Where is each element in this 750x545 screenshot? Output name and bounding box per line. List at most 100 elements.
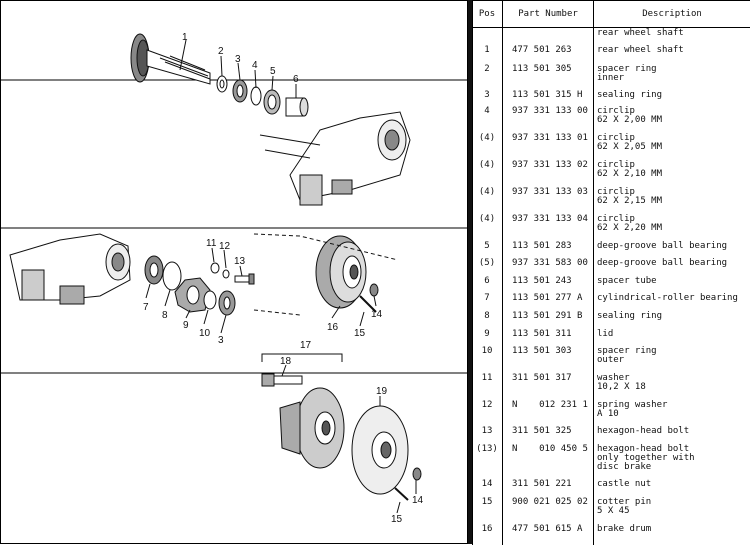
spring-washer [222,269,230,279]
row-description: deep-groove ball bearing [597,241,728,251]
row-part-number: 477 501 615 A [512,524,583,534]
row-part-number: 937 331 583 00 [512,258,588,268]
row-description: rear wheel shaft [597,28,684,38]
brake-drum [315,235,367,309]
row-description: brake drum [597,524,652,534]
cotter-pin-middle [359,295,377,313]
row-description: cotter pin 5 X 45 [597,497,652,516]
callout-8: 8 [162,310,168,321]
row-pos: 5 [484,241,490,251]
callout-15b: 15 [391,514,403,525]
row-part-number: N 012 231 1 [512,400,588,410]
row-pos: 3 [484,90,490,100]
callout-14: 14 [371,309,383,320]
callout-4: 4 [252,60,258,71]
row-pos: 9 [484,329,490,339]
row-pos: 16 [481,524,493,534]
callout-17: 17 [300,340,312,351]
callout-5: 5 [270,66,276,77]
spacer-ring-inner [216,75,228,93]
row-description: cylindrical-roller bearing [597,293,738,303]
sealing-ring-middle-2 [218,290,236,316]
trailing-arm-housing-middle [9,233,131,305]
callout-2: 2 [218,46,224,57]
row-description: castle nut [597,479,652,489]
row-pos: 2 [484,64,490,74]
row-description: hexagon-head bolt only together with dis… [597,444,695,472]
row-part-number: 311 501 325 [512,426,572,436]
row-part-number: 113 501 303 [512,346,572,356]
row-description: spacer ring inner [597,64,657,83]
sealing-ring-middle [162,261,182,291]
brake-disc-hub [351,405,409,495]
header-part-number: Part Number [503,1,593,28]
spacer-ring-outer [203,290,217,310]
row-part-number: 937 331 133 04 [512,214,588,224]
lid [174,277,211,313]
row-description: circlip 62 X 2,20 MM [597,214,663,233]
row-pos: (4) [478,214,496,224]
row-description: hexagon-head bolt [597,426,690,436]
row-pos: 10 [481,346,493,356]
exploded-diagram: 1 2 3 4 5 6 7 8 9 10 3 11 12 13 14 15 16… [0,0,468,544]
row-part-number: 477 501 263 [512,45,572,55]
callout-14b: 14 [412,495,424,506]
row-description: circlip 62 X 2,05 MM [597,133,663,152]
row-part-number: 937 331 133 00 [512,106,588,116]
row-part-number: N 010 450 5 [512,444,588,454]
row-pos: 4 [484,106,490,116]
row-description: washer 10,2 X 18 [597,373,646,392]
wheel-hub [279,387,345,469]
panel-divider [468,0,472,544]
alignment-dash [253,309,301,316]
callout-3: 3 [235,54,241,65]
row-description: spring washer A 10 [597,400,668,419]
callout-12: 12 [219,241,231,252]
callout-6: 6 [293,74,299,85]
row-pos: 8 [484,311,490,321]
row-part-number: 937 331 133 01 [512,133,588,143]
leader-lines [145,39,417,514]
row-part-number: 113 501 291 B [512,311,583,321]
row-pos: 11 [481,373,493,383]
row-part-number: 113 501 305 [512,64,572,74]
callout-16: 16 [327,322,339,333]
row-pos: (4) [478,187,496,197]
row-description: sealing ring [597,311,663,321]
row-part-number: 113 501 311 [512,329,572,339]
row-description: spacer ring outer [597,346,657,365]
sealing-ring [232,79,248,103]
callout-7: 7 [143,302,149,313]
row-description: circlip 62 X 2,10 MM [597,160,663,179]
callout-11: 11 [206,238,217,249]
spacer-tube [285,97,309,117]
row-description: lid [597,329,614,339]
cylindrical-roller-bearing [144,255,164,285]
row-pos: 12 [481,400,493,410]
row-pos: (4) [478,160,496,170]
parts-list: Pos Part Number Description rear wheel s… [472,0,750,545]
callout-3b: 3 [218,335,224,346]
callout-18: 18 [280,356,292,367]
row-part-number: 937 331 133 03 [512,187,588,197]
callout-1: 1 [182,32,188,43]
row-pos: 1 [484,45,490,55]
callout-13: 13 [234,256,246,267]
row-description: spacer tube [597,276,657,286]
row-part-number: 937 331 133 02 [512,160,588,170]
deep-groove-ball-bearing [263,89,281,115]
circlip [250,86,262,106]
row-part-number: 311 501 221 [512,479,572,489]
castle-nut-middle [369,283,379,297]
bracket-17 [261,353,343,362]
row-part-number: 113 501 277 A [512,293,583,303]
callout-15: 15 [354,328,366,339]
trailing-arm-housing-top [259,111,411,206]
row-description: rear wheel shaft [597,45,684,55]
hexagon-head-bolt-long [261,373,303,387]
castle-nut-bottom [412,467,422,481]
row-description: circlip 62 X 2,00 MM [597,106,663,125]
row-pos: 7 [484,293,490,303]
row-description: sealing ring [597,90,663,100]
row-pos: 13 [481,426,493,436]
